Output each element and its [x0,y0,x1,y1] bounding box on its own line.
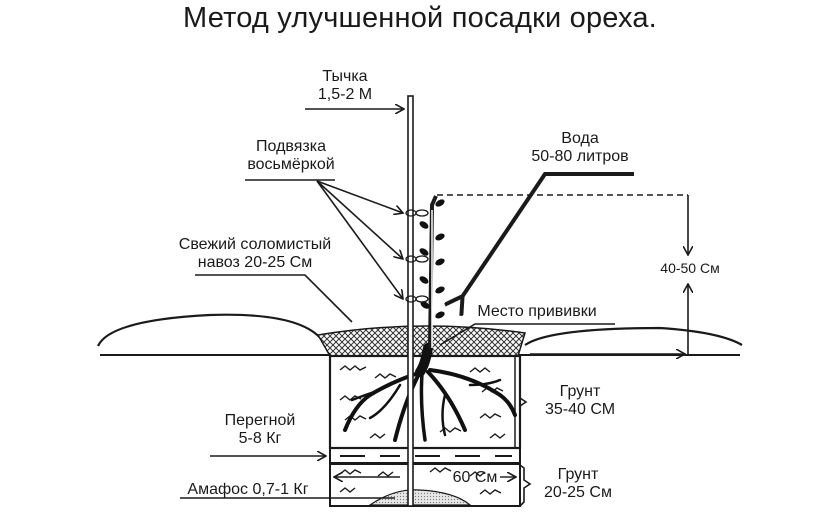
humus-label: Перегной 5-8 Кг [224,412,296,447]
right-mound [524,326,743,346]
manure-layer [316,325,526,357]
water-label: Вода 50-80 литров [531,130,629,165]
soil-top-label: Грунт 35-40 СМ [544,383,616,418]
diagram-title: Метод улучшенной посадки ореха. [183,2,657,34]
mound-height-label: 40-50 См [660,260,720,276]
seedling-trunk [428,195,438,349]
left-mound [97,313,323,347]
stake-label: Тычка 1,5-2 М [317,68,373,103]
stake [407,95,414,507]
width-label: 60 См [452,469,498,486]
water-arrow [462,172,634,297]
manure-leader [195,274,353,323]
tie-arrows [316,180,403,299]
roots [343,343,517,442]
tie-label: Подвязка восьмёркой [247,138,335,173]
ties [405,209,429,303]
leaves [419,199,445,319]
soil-texture [339,365,506,495]
graft-label: Место прививки [477,303,597,320]
amaphos-layer [368,489,472,506]
amaphos-label: Амафос 0,7-1 Кг [187,481,309,498]
soil-top-brace [519,358,528,447]
manure-label: Свежий соломистый навоз 20-25 См [178,236,332,271]
soil-bottom-brace [519,464,532,507]
bottom-soil-layer [329,463,521,507]
graft-leader [439,323,615,346]
soil-bottom-label: Грунт 20-25 См [544,466,612,501]
